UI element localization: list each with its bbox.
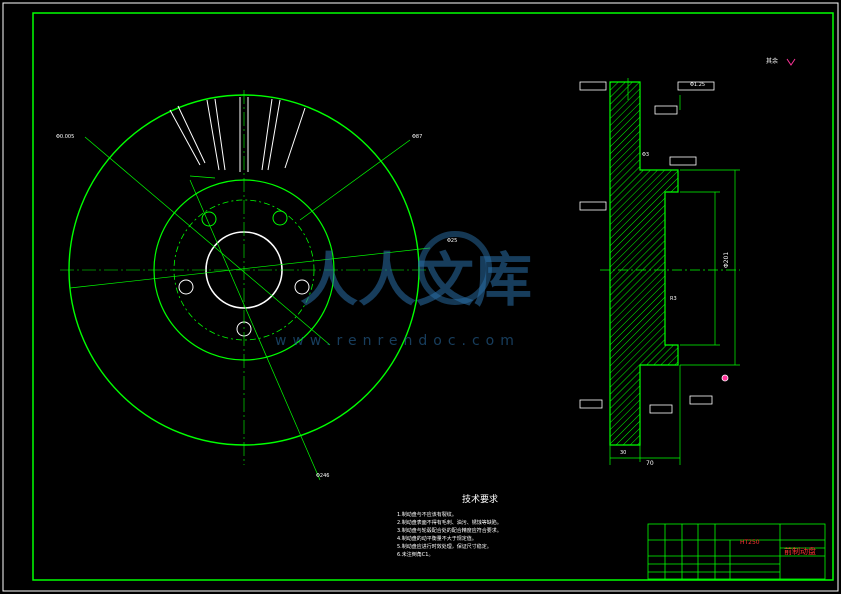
dim-r3: R3 <box>670 296 677 302</box>
title-block <box>647 523 826 580</box>
tech-note-2: 2.制动盘表面不得有毛刺、油污、锈蚀等缺陷。 <box>397 519 502 526</box>
watermark: 人人文库 www.renrendoc.com <box>275 231 532 349</box>
dim-d2: Φ1.25 <box>690 82 705 88</box>
dim-phi-201: Φ201 <box>723 252 730 268</box>
leader-line <box>84 136 331 346</box>
tech-note-5: 5.制动盘应进行时效处理，保证尺寸稳定。 <box>397 543 492 550</box>
tolerance-frame <box>579 399 603 409</box>
dim-overall-width: 70 <box>646 460 654 467</box>
tolerance-frame <box>579 81 607 91</box>
part-name: 前制动盘 <box>784 546 816 556</box>
tolerance-frame <box>677 81 715 91</box>
tech-note-3: 3.制动盘与轮毂配合处的配合精度应符合要求。 <box>397 527 502 534</box>
section-view: 70 30 Φ201 Φ1.25 Φ3 R3 <box>579 78 740 467</box>
roughness-icon <box>786 58 796 66</box>
inner-frame <box>32 12 834 581</box>
tech-note-1: 1.制动盘与不应该有裂纹。 <box>397 511 457 518</box>
tolerance-frame <box>654 105 678 115</box>
leader-line <box>189 175 216 179</box>
tolerance-frame <box>689 395 713 405</box>
tolerance-frame <box>579 201 607 211</box>
dim-d1: Φ3 <box>642 152 649 158</box>
callout-center: Φ25 <box>447 238 457 244</box>
material-label: HT250 <box>740 539 760 546</box>
watermark-logo-icon <box>418 231 492 305</box>
leader-line <box>189 179 321 481</box>
roughness-label: 其余 <box>766 57 778 65</box>
tech-note-4: 4.制动盘的动平衡量不大于规定值。 <box>397 535 477 542</box>
tolerance-frame <box>669 156 697 166</box>
callout-pcd: Φ87 <box>412 134 422 140</box>
leader-line <box>299 139 411 221</box>
bolt-hole <box>201 211 217 227</box>
bolt-hole <box>178 279 194 295</box>
watermark-cn: 人人文库 <box>300 246 532 314</box>
dim-hub-width: 30 <box>620 450 626 456</box>
watermark-en: www.renrendoc.com <box>275 333 520 349</box>
section-profile <box>609 81 679 446</box>
tolerance-frame <box>649 404 673 414</box>
bolt-hole <box>272 210 288 226</box>
cooling-vanes <box>169 97 306 172</box>
roughness-symbol: 其余 <box>766 57 796 66</box>
tech-note-6: 6.未注倒角C1。 <box>397 551 433 558</box>
datum-mark <box>721 374 729 382</box>
leader-line <box>69 247 431 289</box>
bolt-hole <box>294 279 310 295</box>
callout-outer: Φ246 <box>316 473 329 479</box>
tech-title: 技术要求 <box>462 493 498 505</box>
technical-requirements: 技术要求 1.制动盘与不应该有裂纹。 2.制动盘表面不得有毛刺、油污、锈蚀等缺陷… <box>397 493 502 558</box>
callout-hole: Φ0.005 <box>56 134 74 140</box>
